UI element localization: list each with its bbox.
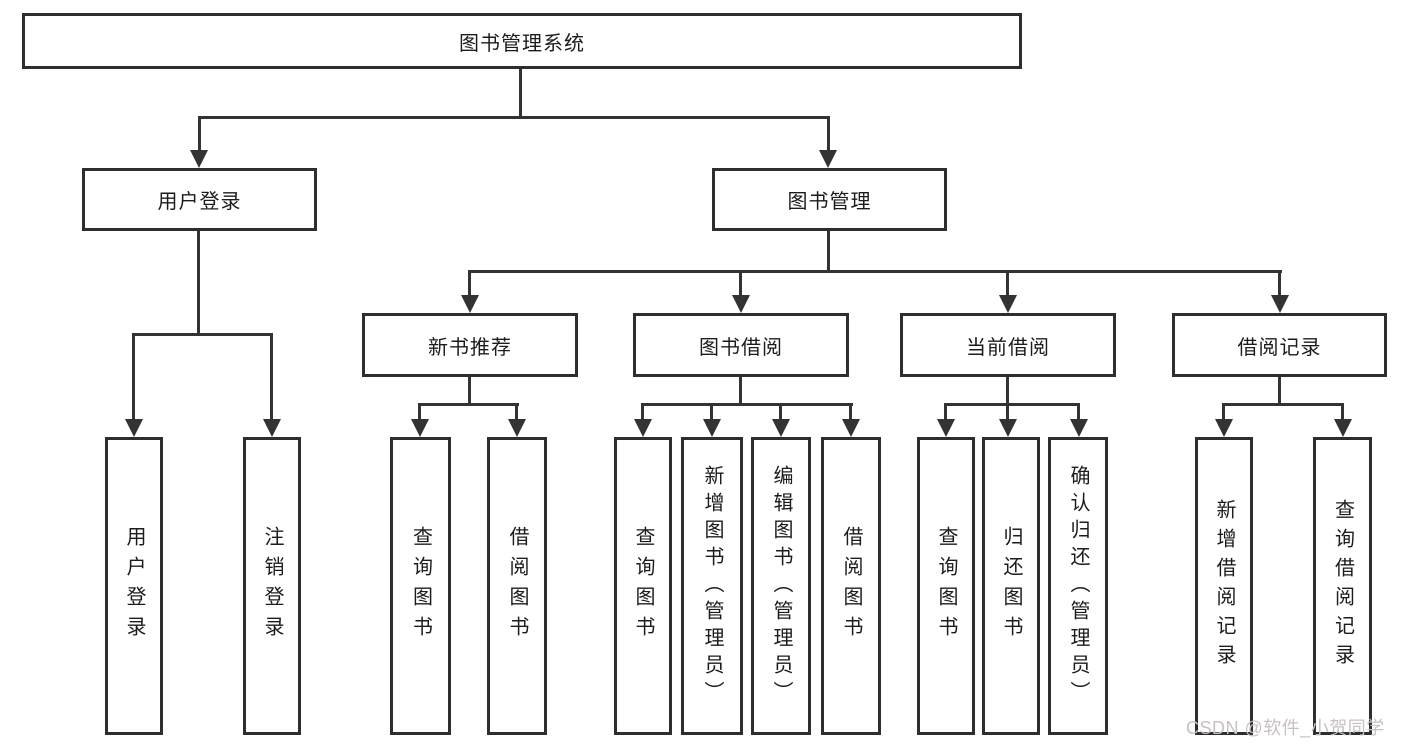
leaf-current-query-book-label: 查询图书: [935, 526, 957, 646]
leaf-query-borrow-record: 查询借阅记录: [1313, 437, 1372, 735]
arrowhead-leaf-logout: [263, 419, 281, 437]
connector-to-leaf-current-query: [944, 403, 947, 421]
leaf-user-login-label: 用户登录: [123, 526, 145, 646]
connector-to-leaf-return-book: [1006, 403, 1009, 421]
connector-new-book-rec-rail: [418, 403, 519, 406]
node-borrow-record-label: 借阅记录: [1237, 336, 1322, 359]
arrowhead-current-borrow: [999, 295, 1017, 313]
connector-to-leaf-logout: [270, 333, 273, 421]
connector-to-leaf-edit-book: [779, 403, 782, 421]
node-book-borrow-label: 图书借阅: [699, 336, 783, 359]
leaf-borrow-borrow-book: 借阅图书: [821, 437, 881, 735]
arrowhead-leaf-query-record: [1334, 419, 1352, 437]
node-new-book-rec-label: 新书推荐: [428, 336, 512, 359]
arrowhead-user-login: [190, 150, 208, 168]
connector-to-book-borrow: [739, 270, 742, 298]
node-new-book-rec: 新书推荐: [362, 313, 578, 377]
leaf-add-borrow-record: 新增借阅记录: [1195, 437, 1253, 735]
connector-to-leaf-confirm-return: [1077, 403, 1080, 421]
connector-root-to-book-mgmt: [827, 116, 830, 152]
connector-current-borrow-rail: [944, 403, 1080, 406]
connector-root-to-user-login: [198, 116, 201, 152]
csdn-watermark: CSDN @软件_小贺同学: [1186, 718, 1385, 738]
leaf-query-borrow-record-label: 查询借阅记录: [1331, 499, 1354, 673]
connector-borrow-record-stem: [1278, 377, 1281, 405]
node-book-borrow: 图书借阅: [633, 313, 849, 377]
node-book-mgmt-label: 图书管理: [787, 191, 872, 213]
connector-to-leaf-query-record: [1341, 403, 1344, 421]
node-user-login-label: 用户登录: [157, 191, 242, 213]
connector-root-rail: [198, 116, 830, 119]
arrowhead-borrow-record: [1271, 295, 1289, 313]
leaf-user-login: 用户登录: [105, 437, 163, 735]
leaf-return-book: 归还图书: [982, 437, 1040, 735]
leaf-edit-book-admin: 编辑图书（管理员）: [751, 437, 811, 735]
connector-user-login-stem: [197, 231, 200, 336]
node-borrow-record: 借阅记录: [1172, 313, 1387, 377]
connector-to-new-book-rec: [468, 270, 471, 298]
node-current-borrow: 当前借阅: [900, 313, 1116, 377]
leaf-borrow-borrow-book-label: 借阅图书: [840, 526, 862, 646]
arrowhead-leaf-newrec-query: [411, 419, 429, 437]
arrowhead-leaf-borrow-query: [634, 419, 652, 437]
arrowhead-leaf-add-record: [1215, 419, 1233, 437]
arrowhead-book-mgmt: [819, 150, 837, 168]
leaf-logout-label: 注销登录: [261, 526, 283, 646]
connector-to-borrow-record: [1278, 270, 1281, 298]
arrowhead-leaf-current-query: [937, 419, 955, 437]
leaf-add-book-admin: 新增图书（管理员）: [681, 437, 743, 735]
leaf-add-borrow-record-label: 新增借阅记录: [1213, 499, 1235, 673]
leaf-add-book-admin-label: 新增图书（管理员）: [701, 464, 723, 708]
node-root-label: 图书管理系统: [459, 32, 585, 55]
connector-to-leaf-add-record: [1222, 403, 1225, 421]
leaf-newrec-query-book: 查询图书: [390, 437, 451, 735]
connector-root-stem: [519, 69, 522, 117]
leaf-confirm-return-admin: 确认归还（管理员）: [1048, 437, 1108, 735]
leaf-newrec-query-book-label: 查询图书: [409, 526, 432, 646]
node-current-borrow-label: 当前借阅: [966, 336, 1050, 359]
connector-to-leaf-newrec-query: [418, 403, 421, 421]
leaf-current-query-book: 查询图书: [917, 437, 975, 735]
leaf-borrow-query-book-label: 查询图书: [632, 526, 654, 646]
arrowhead-leaf-user-login: [125, 419, 143, 437]
arrowhead-new-book-rec: [461, 295, 479, 313]
leaf-newrec-borrow-book: 借阅图书: [487, 437, 547, 735]
connector-book-mgmt-stem: [827, 231, 830, 272]
connector-new-book-rec-stem: [468, 377, 471, 405]
leaf-newrec-borrow-book-label: 借阅图书: [506, 526, 528, 646]
connector-user-login-rail: [132, 333, 273, 336]
arrowhead-leaf-borrow-borrow: [842, 419, 860, 437]
connector-to-leaf-user-login: [132, 333, 135, 421]
connector-book-mgmt-rail: [468, 270, 1282, 273]
arrowhead-leaf-confirm-return: [1070, 419, 1088, 437]
connector-to-leaf-borrow-query: [641, 403, 644, 421]
connector-book-borrow-rail: [641, 403, 853, 406]
arrowhead-leaf-add-book: [703, 419, 721, 437]
leaf-edit-book-admin-label: 编辑图书（管理员）: [770, 464, 792, 708]
node-root: 图书管理系统: [22, 13, 1022, 69]
node-user-login: 用户登录: [82, 168, 317, 231]
leaf-logout: 注销登录: [243, 437, 301, 735]
connector-to-leaf-newrec-borrow: [515, 403, 518, 421]
arrowhead-leaf-edit-book: [772, 419, 790, 437]
connector-to-current-borrow: [1006, 270, 1009, 298]
connector-borrow-record-rail: [1222, 403, 1344, 406]
arrowhead-leaf-return-book: [999, 419, 1017, 437]
leaf-confirm-return-admin-label: 确认归还（管理员）: [1067, 464, 1089, 708]
leaf-borrow-query-book: 查询图书: [614, 437, 672, 735]
connector-current-borrow-stem: [1006, 377, 1009, 405]
connector-book-borrow-stem: [739, 377, 742, 405]
arrowhead-leaf-newrec-borrow: [508, 419, 526, 437]
node-book-mgmt: 图书管理: [712, 168, 947, 231]
connector-to-leaf-borrow-borrow: [849, 403, 852, 421]
connector-to-leaf-add-book: [710, 403, 713, 421]
leaf-return-book-label: 归还图书: [1000, 526, 1022, 646]
arrowhead-book-borrow: [732, 295, 750, 313]
